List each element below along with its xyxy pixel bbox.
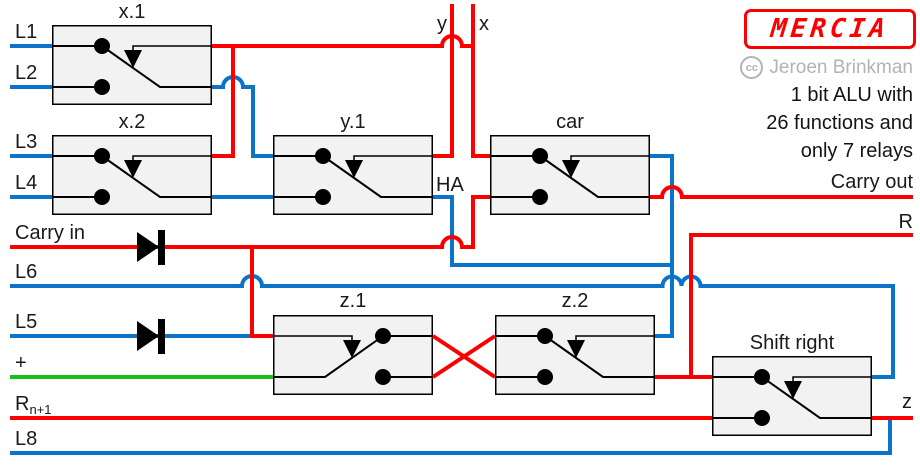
wire-ha-net (433, 195, 672, 267)
description-line: 1 bit ALU with (790, 84, 913, 106)
wire-car-out-net (650, 154, 674, 338)
port-label-l6: L6 (15, 261, 37, 283)
relay-z1 (273, 316, 433, 395)
relay-label-shift: Shift right (750, 332, 835, 354)
wire-carry-in-net (10, 195, 490, 338)
relay-shift (712, 357, 872, 436)
relay-z2 (495, 316, 655, 395)
port-label-l3: L3 (15, 131, 37, 153)
port-label-carry-out: Carry out (831, 171, 914, 193)
relay-label-z2: z.2 (562, 290, 589, 312)
credit-line: cc Jeroen Brinkman (740, 56, 913, 79)
credit-name: Jeroen Brinkman (769, 56, 913, 78)
diodes (137, 230, 165, 354)
red-wires (10, 4, 913, 420)
description-text: 1 bit ALU with 26 functions and only 7 r… (766, 81, 913, 165)
port-label-y: y (437, 13, 447, 35)
relay-label-x2: x.2 (119, 111, 146, 133)
creative-commons-icon: cc (740, 56, 764, 79)
port-label-l8: L8 (15, 428, 37, 450)
relay-y1 (273, 136, 433, 215)
description-line: 26 functions and (766, 112, 913, 134)
brand-logo-text: MERCIA (769, 14, 891, 44)
port-label-plus: + (15, 352, 27, 374)
blue-wires (10, 44, 895, 455)
annotation-ha: HA (436, 174, 464, 196)
wire-l2-net (10, 75, 273, 158)
port-label-l2: L2 (15, 62, 37, 84)
port-label-l1: L1 (15, 21, 37, 43)
wire-y-net (433, 4, 454, 158)
wire-carry-out (650, 185, 913, 199)
relay-label-car: car (556, 111, 584, 133)
port-label-carry-in: Carry in (15, 222, 85, 244)
brand-logo: MERCIA (744, 9, 916, 49)
port-label-l5: L5 (15, 311, 37, 333)
relay-label-x1: x.1 (119, 1, 146, 23)
wire-l8-net (10, 420, 892, 455)
diode-bar-icon (158, 319, 165, 354)
relay-car (490, 136, 650, 215)
relay-label-y1: y.1 (340, 111, 365, 133)
port-label-z: z (902, 391, 912, 413)
port-label-l4: L4 (15, 172, 37, 194)
relay-x1 (52, 26, 212, 105)
wire-cross-net (431, 334, 497, 379)
diode-bar-icon (158, 230, 165, 265)
wire-r-net (655, 233, 913, 379)
relay-label-z1: z.1 (340, 290, 367, 312)
diode-icon (137, 321, 159, 351)
rn1-base: R (15, 393, 29, 415)
relay-x2 (52, 136, 212, 215)
port-label-r: R (899, 211, 913, 233)
port-label-rn1: Rn+1 (15, 393, 52, 417)
diode-icon (137, 232, 159, 262)
description-line: only 7 relays (800, 140, 913, 162)
rn1-subscript: n+1 (29, 402, 51, 417)
port-label-x: x (479, 13, 489, 35)
